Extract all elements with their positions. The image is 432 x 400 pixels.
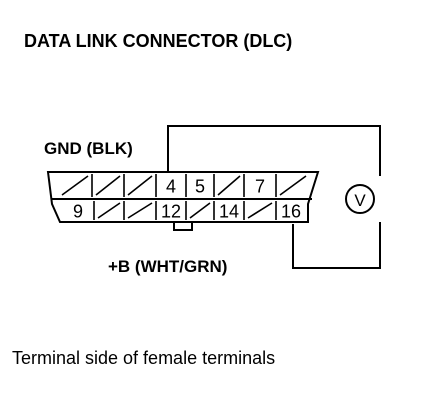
empty-pin-slot	[189, 202, 211, 219]
gnd-label: GND (BLK)	[44, 139, 133, 158]
svg-text:V: V	[354, 191, 366, 210]
b-plus-wire	[292, 222, 381, 269]
pin-7-label: 7	[255, 177, 265, 197]
pin-16-label: 16	[281, 202, 301, 222]
empty-pin-slot	[127, 175, 153, 196]
empty-pin-slot	[217, 175, 241, 196]
connector-latch	[173, 221, 193, 231]
empty-pin-slot	[247, 202, 273, 219]
caption: Terminal side of female terminals	[12, 348, 275, 368]
empty-pin-slot	[95, 175, 121, 196]
diagram-title: DATA LINK CONNECTOR (DLC)	[24, 31, 292, 51]
b-plus-label: +B (WHT/GRN)	[108, 257, 227, 276]
empty-pin-slot	[61, 175, 89, 196]
pin-12-label: 12	[161, 202, 181, 222]
pin-5-label: 5	[195, 177, 205, 197]
voltmeter-icon: V	[345, 184, 375, 214]
connector-housing	[46, 171, 320, 223]
empty-pin-slot	[97, 202, 121, 219]
pin-4-label: 4	[166, 177, 176, 197]
empty-pin-slot	[127, 202, 153, 219]
pin-9-label: 9	[73, 202, 83, 222]
pin-14-label: 14	[219, 202, 239, 222]
gnd-wire	[167, 125, 381, 176]
empty-pin-slot	[279, 175, 307, 196]
